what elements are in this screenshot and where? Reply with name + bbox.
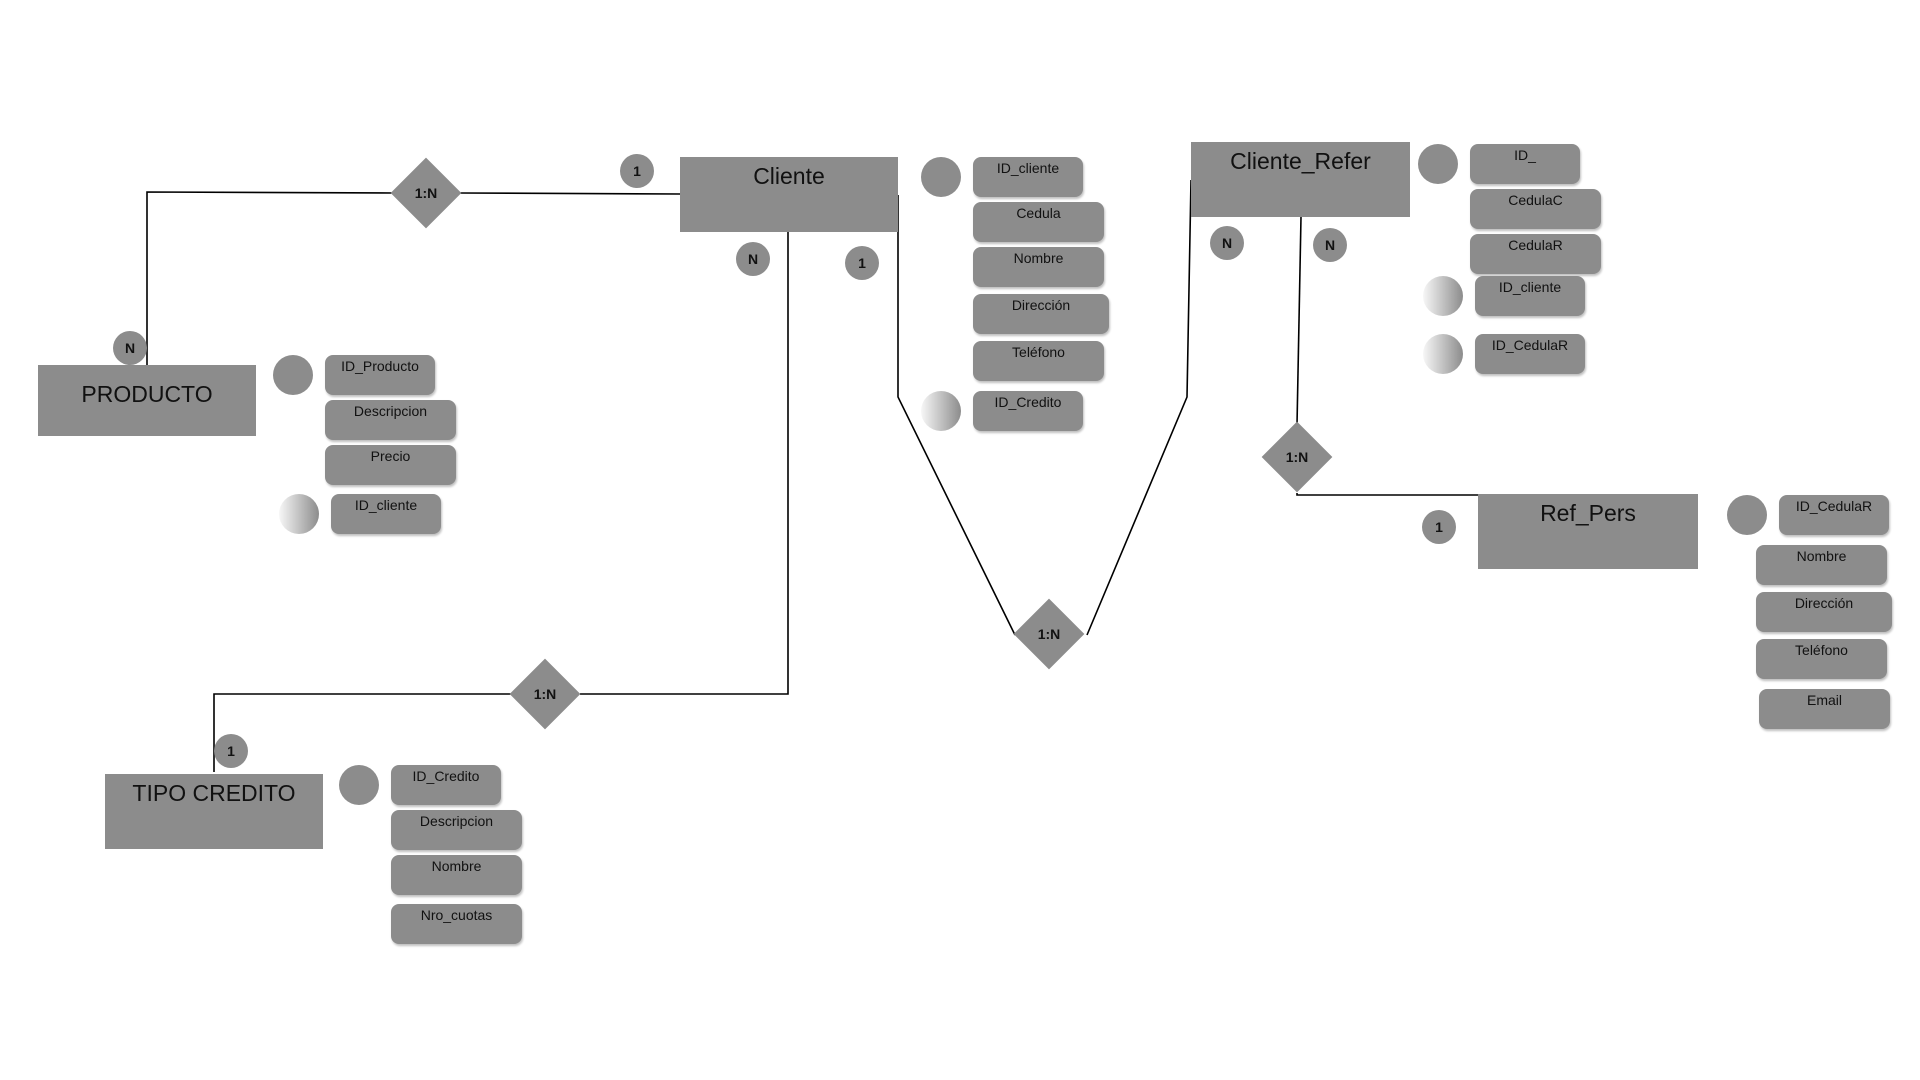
primary-key-icon xyxy=(921,157,961,197)
primary-key-icon xyxy=(1418,144,1458,184)
primary-key-icon xyxy=(1727,495,1767,535)
attribute-cliente-refer-id[interactable]: ID_ xyxy=(1470,144,1580,184)
attribute-producto-id[interactable]: ID_Producto xyxy=(325,355,435,395)
entity-producto[interactable]: PRODUCTO xyxy=(38,365,256,436)
connector-cliente-tipo-credito xyxy=(580,232,789,695)
relationship-label: 1:N xyxy=(533,686,557,702)
attribute-tipo-credito-nro-cuotas[interactable]: Nro_cuotas xyxy=(391,904,522,944)
foreign-key-icon xyxy=(1423,334,1463,374)
cardinality-cliente-to-refer: 1 xyxy=(845,246,879,280)
cardinality-ref-pers: 1 xyxy=(1422,510,1456,544)
foreign-key-icon xyxy=(279,494,319,534)
relationship-label: 1:N xyxy=(1285,449,1309,465)
attribute-ref-pers-direccion[interactable]: Dirección xyxy=(1756,592,1892,632)
attribute-cliente-refer-cedulac[interactable]: CedulaC xyxy=(1470,189,1601,229)
entity-cliente[interactable]: Cliente xyxy=(680,157,898,232)
relationship-cliente-tipo-credito[interactable]: 1:N xyxy=(509,658,581,730)
connector-producto-cliente xyxy=(146,191,396,365)
attribute-cliente-refer-id-cedular[interactable]: ID_CedulaR xyxy=(1475,334,1585,374)
attribute-cliente-refer-cedular[interactable]: CedulaR xyxy=(1470,234,1601,274)
attribute-ref-pers-email[interactable]: Email xyxy=(1759,689,1890,729)
cardinality-cliente-to-tipo-credito: N xyxy=(736,242,770,276)
attribute-ref-pers-id[interactable]: ID_CedulaR xyxy=(1779,495,1889,535)
connector-rel-refer-cliente-refer xyxy=(1086,179,1192,636)
attribute-tipo-credito-descripcion[interactable]: Descripcion xyxy=(391,810,522,850)
attribute-tipo-credito-id[interactable]: ID_Credito xyxy=(391,765,501,805)
connector-cliente-rel-refer xyxy=(897,195,1016,636)
relationship-label: 1:N xyxy=(414,185,438,201)
primary-key-icon xyxy=(339,765,379,805)
relationship-producto-cliente[interactable]: 1:N xyxy=(390,157,462,229)
entity-producto-label: PRODUCTO xyxy=(81,381,213,407)
entity-cliente-refer[interactable]: Cliente_Refer xyxy=(1191,142,1410,217)
foreign-key-icon xyxy=(1423,276,1463,316)
attribute-producto-descripcion[interactable]: Descripcion xyxy=(325,400,456,440)
cardinality-cliente-to-producto: 1 xyxy=(620,154,654,188)
primary-key-icon xyxy=(273,355,313,395)
foreign-key-icon xyxy=(921,391,961,431)
relationship-cliente-cliente-refer[interactable]: 1:N xyxy=(1013,598,1085,670)
cardinality-refer-right: N xyxy=(1313,228,1347,262)
attribute-cliente-cedula[interactable]: Cedula xyxy=(973,202,1104,242)
entity-tipo-credito[interactable]: TIPO CREDITO xyxy=(105,774,323,849)
attribute-tipo-credito-nombre[interactable]: Nombre xyxy=(391,855,522,895)
attribute-producto-precio[interactable]: Precio xyxy=(325,445,456,485)
attribute-ref-pers-nombre[interactable]: Nombre xyxy=(1756,545,1887,585)
entity-tipo-credito-label: TIPO CREDITO xyxy=(132,780,296,806)
connector-rel-cliente xyxy=(459,192,681,195)
relationship-label: 1:N xyxy=(1037,626,1061,642)
attribute-ref-pers-telefono[interactable]: Teléfono xyxy=(1756,639,1887,679)
attribute-producto-id-cliente[interactable]: ID_cliente xyxy=(331,494,441,534)
attribute-cliente-id-credito[interactable]: ID_Credito xyxy=(973,391,1083,431)
attribute-cliente-id[interactable]: ID_cliente xyxy=(973,157,1083,197)
connector-refer-rel-ref-pers xyxy=(1296,216,1302,426)
attribute-cliente-nombre[interactable]: Nombre xyxy=(973,247,1104,287)
relationship-cliente-refer-ref-pers[interactable]: 1:N xyxy=(1261,421,1333,493)
attribute-cliente-refer-id-cliente[interactable]: ID_cliente xyxy=(1475,276,1585,316)
cardinality-refer-left: N xyxy=(1210,226,1244,260)
entity-cliente-refer-label: Cliente_Refer xyxy=(1230,148,1371,174)
attribute-cliente-direccion[interactable]: Dirección xyxy=(973,294,1109,334)
entity-cliente-label: Cliente xyxy=(753,163,825,189)
connector-rel-tipo-credito xyxy=(213,693,512,772)
cardinality-producto: N xyxy=(113,331,147,365)
entity-ref-pers[interactable]: Ref_Pers xyxy=(1478,494,1698,569)
attribute-cliente-telefono[interactable]: Teléfono xyxy=(973,341,1104,381)
entity-ref-pers-label: Ref_Pers xyxy=(1540,500,1636,526)
cardinality-tipo-credito: 1 xyxy=(214,734,248,768)
